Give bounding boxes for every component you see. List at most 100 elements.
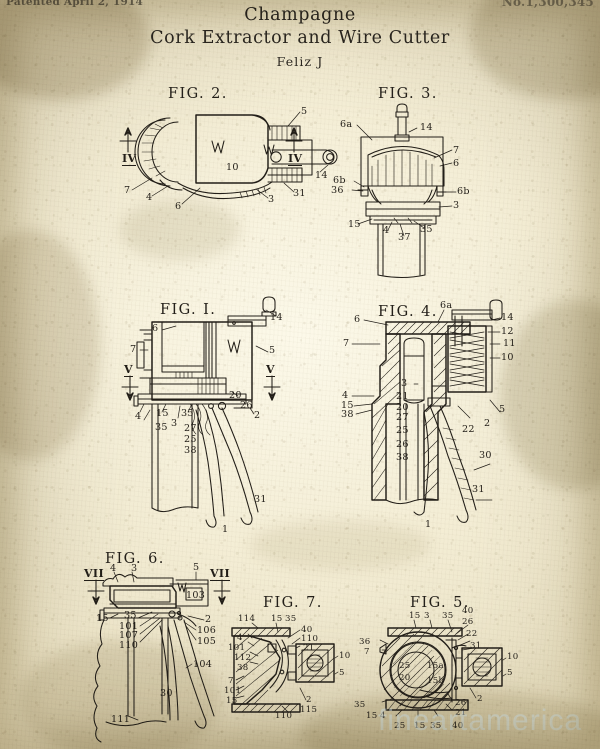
fig4-callout-4: 4 — [342, 390, 349, 401]
fig5-callout-26-top: 26 — [462, 617, 474, 627]
fig3-callout-14: 14 — [420, 122, 433, 133]
fig5-title: FIG. 5. — [410, 595, 470, 611]
fig6-callout-111: 111 — [111, 714, 131, 725]
fig3-title: FIG. 3. — [378, 86, 438, 102]
fig3-callout-7: 7 — [453, 145, 460, 156]
fig5-callout-36: 36 — [359, 637, 371, 647]
fig6-callout-30: 30 — [160, 688, 173, 699]
fig1-callout-27: 27 — [184, 423, 197, 434]
fig7-callout-15: 15 — [271, 614, 283, 624]
fig1-callout-15: 15 — [156, 408, 169, 419]
fig4-callout-27: 27 — [396, 412, 409, 423]
fig6-callout-101: 101 — [119, 621, 139, 632]
patent-date: Patented April 2, 1914 — [6, 0, 144, 8]
fig4-callout-30: 30 — [479, 450, 492, 461]
fig5-callout-26-bottom: 26 — [455, 698, 467, 708]
fig5-callout-5: 5 — [507, 668, 513, 678]
fig4-callout-1: 1 — [425, 519, 432, 530]
fig3-callout-15: 15 — [348, 219, 361, 230]
fig4-callout-3: 3 — [401, 378, 408, 389]
fig4-title: FIG. 4. — [378, 304, 438, 320]
fig7-callout-115: 115 — [300, 705, 318, 715]
fig7-callout-112: 112 — [234, 653, 252, 663]
fig7-callout-4: 4 — [237, 633, 243, 643]
fig1-callout-26: 26 — [240, 400, 253, 411]
fig5-callout-25-bottom: 25 — [394, 721, 406, 731]
fig2-section-mark-right: IV — [288, 152, 303, 166]
fig6-callout-35: 35 — [124, 610, 137, 621]
fig5-callout-15-left: 15 — [366, 711, 378, 721]
fig6-callout-104: 104 — [193, 659, 213, 670]
fig7-callout-5: 5 — [339, 668, 345, 678]
fig5-callout-35-top: 35 — [442, 611, 454, 621]
fig6-callout-106: 106 — [197, 625, 217, 636]
fig7-callout-38: 38 — [237, 663, 249, 673]
fig5-callout-15a: 15a — [427, 661, 444, 671]
fig5-callout-35-left: 35 — [354, 700, 366, 710]
fig5-callout-40-bottom: 40 — [452, 721, 464, 731]
fig4-callout-38-b: 38 — [396, 452, 409, 463]
fig3-callout-6a: 6a — [340, 119, 353, 130]
fig7-callout-10: 10 — [339, 651, 351, 661]
fig3-callout-37: 37 — [398, 232, 411, 243]
fig7-callout-101-top: 101 — [228, 643, 246, 653]
fig7-callout-35: 35 — [285, 614, 297, 624]
fig3-callout-6b-right: 6b — [457, 186, 470, 197]
fig4-callout-38-a: 38 — [341, 409, 354, 420]
fig1-callout-4: 4 — [135, 411, 142, 422]
fig7-callout-15-bottom: 15 — [226, 696, 238, 706]
fig3-callout-4: 4 — [383, 225, 390, 236]
fig2-callout-31: 31 — [293, 188, 306, 199]
fig6-callout-105: 105 — [197, 636, 217, 647]
fig3-callout-35: 35 — [420, 224, 433, 235]
fig6-callout-15: 15 — [96, 613, 109, 624]
fig4-callout-20: 20 — [396, 402, 409, 413]
fig2-callout-14: 14 — [315, 170, 328, 181]
fig6-callout-103: 103 — [186, 590, 206, 601]
fig1-callout-35-b: 35 — [155, 422, 168, 433]
fig1-callout-5: 5 — [269, 345, 276, 356]
fig5-callout-31: 31 — [470, 641, 482, 651]
fig2-callout-7: 7 — [124, 185, 131, 196]
fig1-callout-20: 20 — [229, 390, 242, 401]
fig6-title: FIG. 6. — [105, 551, 165, 567]
title-line-2: Cork Extractor and Wire Cutter — [150, 28, 450, 48]
fig3-callout-6b-left: 6b — [333, 175, 346, 186]
fig3-callout-3: 3 — [453, 200, 460, 211]
fig5-callout-25: 25 — [399, 661, 411, 671]
fig1-callout-14: 14 — [270, 312, 283, 323]
fig6-callout-110: 110 — [119, 640, 139, 651]
fig5-callout-15-bottom: 15 — [414, 721, 426, 731]
fig2-callout-4: 4 — [146, 192, 153, 203]
fig4-callout-31: 31 — [472, 484, 485, 495]
fig2-section-mark-left: IV — [122, 152, 137, 166]
fig6-section-mark-right: VII — [210, 567, 231, 581]
fig6-callout-4: 4 — [110, 563, 117, 574]
inventor-name: Feliz J — [276, 54, 324, 69]
fig7-callout-114: 114 — [238, 614, 256, 624]
fig5-callout-21-bottom: 21 — [455, 708, 467, 718]
fig1-callout-1: 1 — [222, 524, 229, 535]
fig7-callout-21: 21 — [303, 643, 315, 653]
fig6-callout-107: 107 — [119, 630, 139, 641]
fig5-callout-2: 2 — [477, 694, 483, 704]
fig1-callout-38: 38 — [184, 445, 197, 456]
fig5-callout-10: 10 — [507, 652, 519, 662]
fig5-callout-20: 20 — [399, 673, 411, 683]
fig5-callout-22: 22 — [466, 629, 478, 639]
fig2-callout-10: 10 — [226, 162, 239, 173]
fig2-callout-6: 6 — [175, 201, 182, 212]
fig7-callout-110-bottom: 110 — [275, 711, 293, 721]
patent-number: No.1,300,345 — [501, 0, 594, 9]
fig1-section-mark-right: V — [266, 363, 275, 377]
fig4-callout-22: 22 — [462, 424, 475, 435]
fig5-callout-15b: 15b — [427, 676, 445, 686]
fig1-callout-2: 2 — [254, 410, 261, 421]
